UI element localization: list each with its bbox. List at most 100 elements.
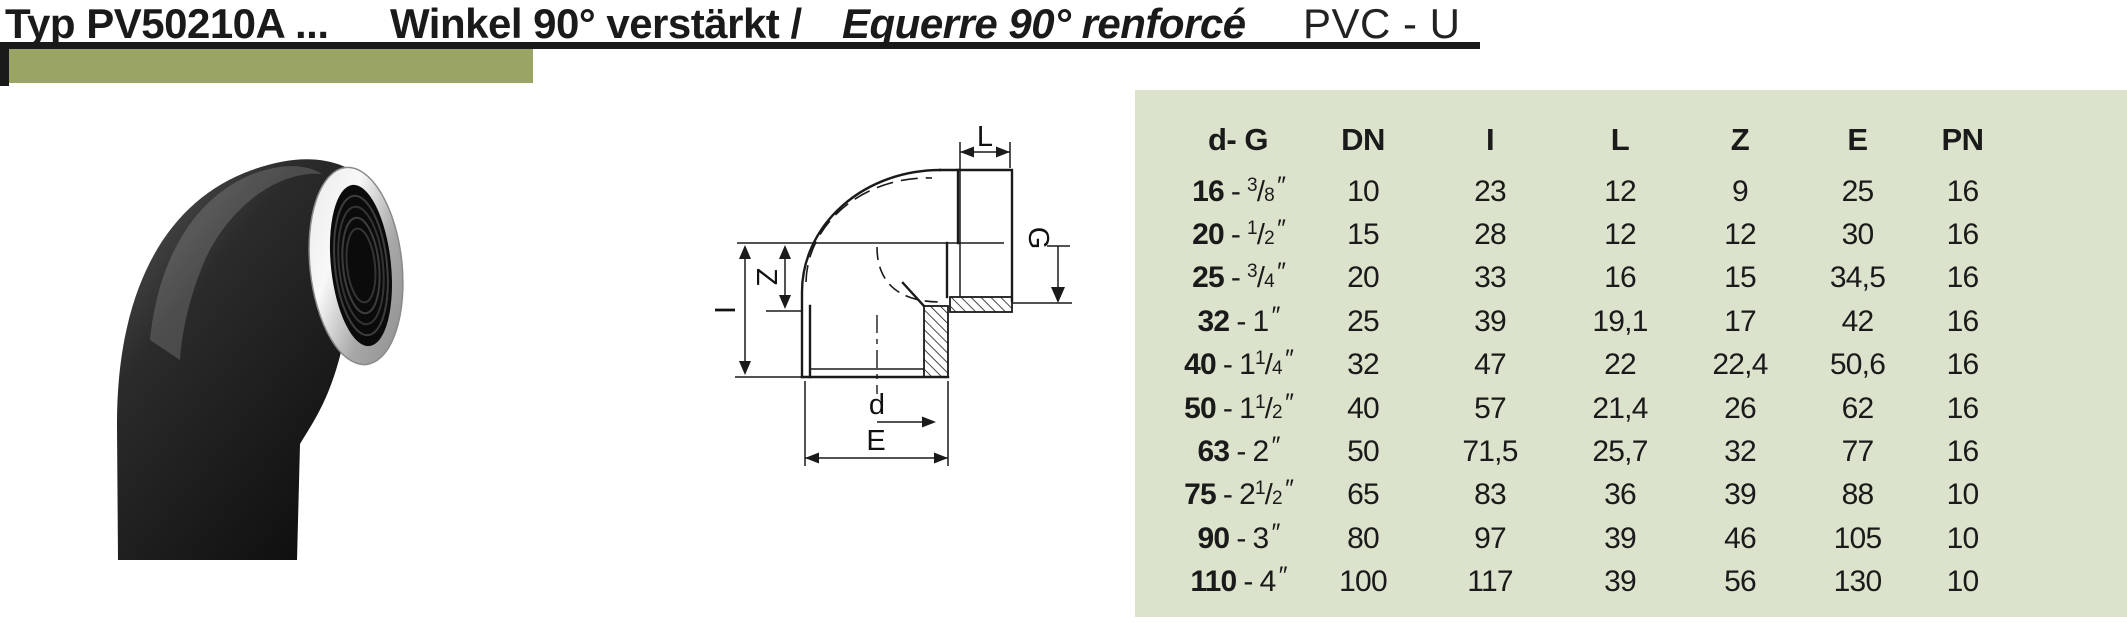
table-row: 16-3/8″ 10 23 12 9 25 16 bbox=[1165, 170, 2127, 213]
cell-d-g: 90-3″ bbox=[1197, 518, 1280, 555]
product-title-de: Winkel 90° verstärkt / bbox=[390, 0, 802, 47]
cell-l: 22 bbox=[1604, 348, 1637, 382]
cell-i: 47 bbox=[1474, 348, 1507, 382]
column-header-l: L bbox=[1610, 122, 1630, 157]
cell-l: 36 bbox=[1604, 478, 1637, 512]
column-header-i: I bbox=[1485, 122, 1495, 157]
cell-d-g: 50-11/2″ bbox=[1184, 388, 1293, 425]
cell-e: 105 bbox=[1833, 521, 1882, 555]
accent-bar bbox=[9, 49, 533, 83]
cell-l: 12 bbox=[1604, 174, 1637, 208]
threaded-opening bbox=[329, 184, 392, 347]
dimension-I: I bbox=[708, 245, 801, 378]
material-label: PVC - U bbox=[1303, 0, 1461, 47]
cell-i: 97 bbox=[1474, 521, 1507, 555]
type-label: Typ PV50210A ... bbox=[5, 0, 329, 47]
cell-l: 19,1 bbox=[1592, 304, 1648, 338]
label-E: E bbox=[866, 425, 885, 457]
left-edge-tick bbox=[0, 42, 9, 86]
elbow-highlight bbox=[150, 166, 322, 360]
cell-d-g: 20-1/2″ bbox=[1192, 215, 1285, 252]
cell-e: 77 bbox=[1841, 435, 1875, 469]
label-d: d bbox=[869, 389, 885, 421]
cell-i: 117 bbox=[1467, 565, 1513, 599]
cell-d-g: 63-2″ bbox=[1197, 432, 1280, 469]
cell-e: 62 bbox=[1841, 391, 1875, 425]
cell-e: 34,5 bbox=[1829, 261, 1886, 295]
label-L: L bbox=[977, 121, 993, 153]
bottom-socket-wall bbox=[923, 305, 949, 378]
cell-z: 17 bbox=[1724, 304, 1757, 338]
cell-dn: 80 bbox=[1347, 521, 1380, 555]
product-title-fr: Equerre 90° renforcé bbox=[842, 0, 1246, 47]
cell-i: 57 bbox=[1474, 391, 1507, 425]
cell-i: 71,5 bbox=[1462, 435, 1518, 469]
cell-i: 28 bbox=[1474, 218, 1507, 252]
cell-z: 9 bbox=[1732, 174, 1749, 208]
cell-d-g: 16-3/8″ bbox=[1192, 171, 1285, 208]
cell-dn: 25 bbox=[1347, 304, 1380, 338]
cell-dn: 10 bbox=[1347, 174, 1380, 208]
thread-zone bbox=[949, 296, 1013, 313]
cell-l: 25,7 bbox=[1592, 435, 1648, 469]
cell-i: 83 bbox=[1474, 478, 1507, 512]
cell-z: 46 bbox=[1724, 521, 1757, 555]
cell-d-g: 40-11/4″ bbox=[1184, 345, 1293, 382]
cell-dn: 15 bbox=[1347, 218, 1380, 252]
cell-d-g: 110-4″ bbox=[1190, 562, 1286, 599]
dimension-E: E bbox=[804, 381, 949, 466]
cell-d-g: 25-3/4″ bbox=[1192, 258, 1285, 295]
product-photo bbox=[116, 159, 404, 560]
dimension-d: d bbox=[869, 389, 936, 428]
cell-e: 25 bbox=[1841, 174, 1875, 208]
cell-z: 56 bbox=[1724, 565, 1757, 599]
label-G: G bbox=[1022, 227, 1054, 250]
column-header-e: E bbox=[1847, 122, 1868, 157]
cell-dn: 20 bbox=[1347, 261, 1380, 295]
cell-pn: 16 bbox=[1946, 304, 1980, 338]
cell-l: 39 bbox=[1604, 521, 1637, 555]
reinforcement-ring bbox=[308, 166, 404, 366]
cell-pn: 16 bbox=[1946, 435, 1980, 469]
table-body: 16-3/8″ 10 23 12 9 25 16 20-1/2″ 15 28 12 12 30 16 25-… bbox=[1165, 170, 2127, 604]
cell-z: 15 bbox=[1724, 261, 1757, 295]
cell-dn: 65 bbox=[1347, 478, 1380, 512]
column-header-pn: PN bbox=[1941, 122, 1984, 157]
cell-e: 130 bbox=[1833, 565, 1882, 599]
cell-i: 23 bbox=[1474, 174, 1507, 208]
table-row: 90-3″ 80 97 39 46 105 10 bbox=[1165, 517, 2127, 560]
header-rule bbox=[0, 42, 1480, 49]
cell-e: 50,6 bbox=[1829, 348, 1886, 382]
cell-z: 12 bbox=[1724, 218, 1757, 252]
table-row: 63-2″ 50 71,5 25,7 32 77 16 bbox=[1165, 430, 2127, 473]
table-row: 20-1/2″ 15 28 12 12 30 16 bbox=[1165, 213, 2127, 256]
cell-l: 12 bbox=[1604, 218, 1637, 252]
dimension-Z: Z bbox=[750, 245, 801, 312]
dimension-G: G bbox=[1022, 227, 1070, 303]
cell-pn: 10 bbox=[1946, 521, 1980, 555]
cell-pn: 10 bbox=[1946, 478, 1980, 512]
label-Z: Z bbox=[750, 268, 782, 286]
cell-z: 26 bbox=[1724, 391, 1757, 425]
cell-pn: 10 bbox=[1946, 565, 1980, 599]
cell-e: 30 bbox=[1841, 218, 1875, 252]
cell-z: 32 bbox=[1724, 435, 1757, 469]
cell-l: 39 bbox=[1604, 565, 1637, 599]
cell-l: 16 bbox=[1604, 261, 1637, 295]
cell-l: 21,4 bbox=[1592, 391, 1648, 425]
cell-e: 88 bbox=[1841, 478, 1875, 512]
cell-pn: 16 bbox=[1946, 218, 1980, 252]
cell-pn: 16 bbox=[1946, 174, 1980, 208]
column-header-z: Z bbox=[1730, 122, 1750, 157]
cell-dn: 50 bbox=[1347, 435, 1380, 469]
cell-d-g: 32-1″ bbox=[1197, 301, 1280, 338]
column-header-d-g: d- G bbox=[1208, 122, 1269, 157]
